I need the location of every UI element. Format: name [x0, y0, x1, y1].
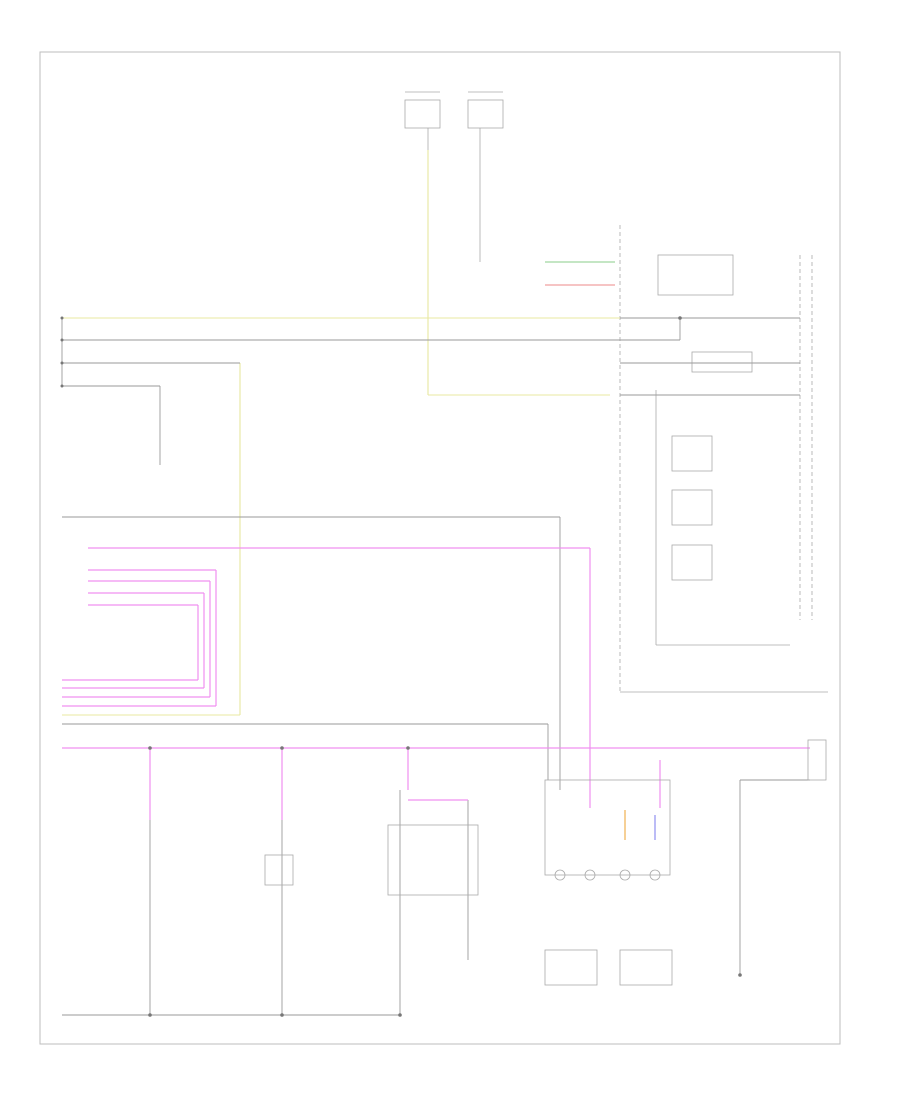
- gray-wires: [61, 317, 810, 1016]
- lower-component-block: [264, 739, 827, 986]
- pink-wires: [62, 547, 810, 820]
- accent-wires: [545, 261, 656, 840]
- top-relay-block: [404, 91, 504, 395]
- combination-meter-boundary: [619, 225, 828, 693]
- diagram-border: [39, 51, 841, 1045]
- junction-dots: [60, 316, 742, 1017]
- yellow-wires: [62, 150, 620, 716]
